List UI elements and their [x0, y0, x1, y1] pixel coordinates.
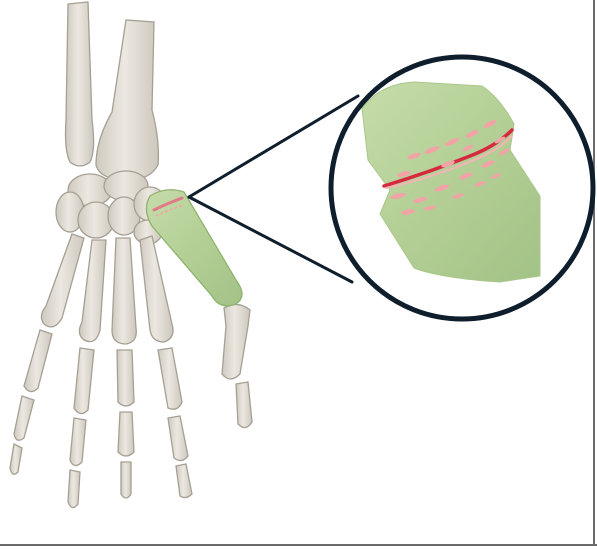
little-finger-bones: [140, 236, 192, 498]
index-finger-bones: [112, 238, 136, 498]
ulna-bone: [66, 2, 94, 166]
thumb-phalanges: [222, 304, 252, 427]
radius-bone: [96, 20, 158, 180]
middle-finger-bones: [68, 240, 106, 508]
